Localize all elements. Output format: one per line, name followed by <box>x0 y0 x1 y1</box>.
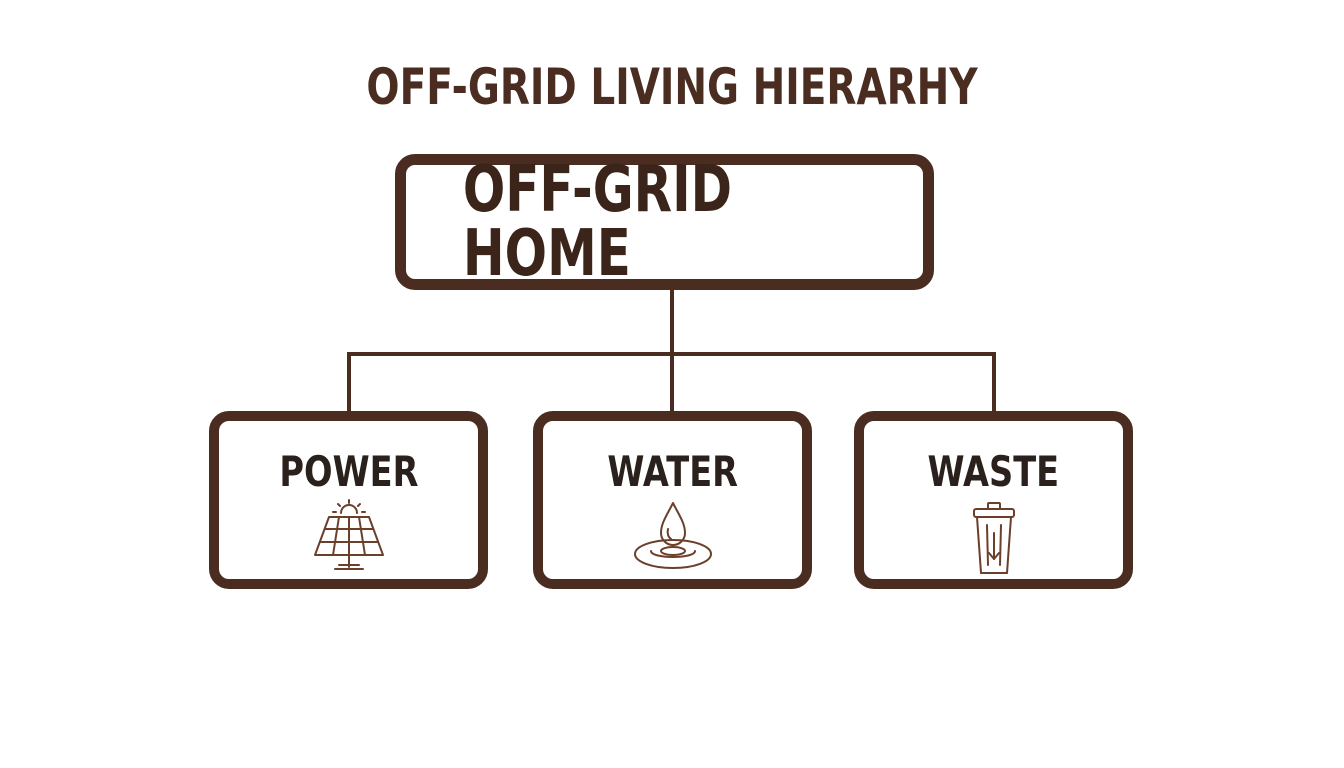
diagram-title: OFF-GRID LIVING HIERARHY <box>366 58 978 116</box>
child-node-label: POWER <box>278 447 419 496</box>
root-node: OFF-GRID HOME <box>395 154 934 290</box>
child-node-waste: WASTE <box>854 411 1133 589</box>
solar-panel-icon <box>313 499 384 570</box>
child-node-label: WASTE <box>927 447 1060 496</box>
trash-bin-icon <box>972 502 1015 574</box>
child-node-water: WATER <box>533 411 812 589</box>
water-drop-icon <box>633 502 712 569</box>
root-node-label: OFF-GRID HOME <box>462 153 733 291</box>
child-node-label: WATER <box>607 447 738 496</box>
child-node-power: POWER <box>209 411 488 589</box>
